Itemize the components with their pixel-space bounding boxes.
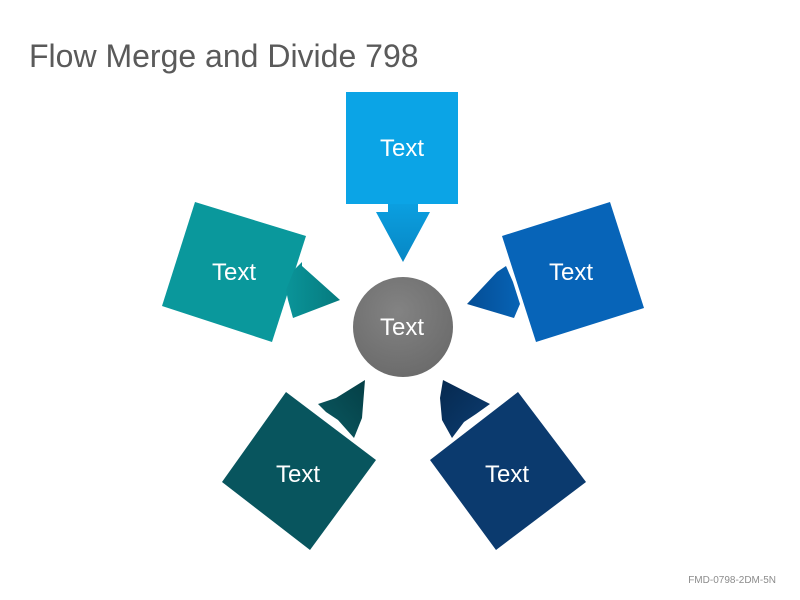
footer-code: FMD-0798-2DM-5N	[688, 575, 776, 586]
flow-box-left	[162, 202, 306, 342]
flow-arrow-bottom-left	[318, 380, 365, 438]
flow-arrow-bottom-right	[440, 380, 490, 438]
flow-box-top-label: Text	[380, 135, 424, 162]
flow-node-bottom-right: Text	[430, 380, 586, 550]
flow-box-bottom-right	[430, 392, 586, 550]
flow-center-node: Text	[353, 277, 453, 377]
slide-title: Flow Merge and Divide 798	[29, 38, 419, 74]
flow-box-right	[502, 202, 644, 342]
flow-center-circle	[353, 277, 453, 377]
flow-node-top: Text	[346, 92, 458, 262]
flow-box-top	[346, 92, 458, 204]
flow-node-right: Text	[467, 202, 644, 342]
flow-box-right-label: Text	[549, 259, 593, 286]
flow-box-bottom-left	[222, 392, 376, 550]
flow-center-label: Text	[380, 314, 424, 341]
flow-box-bottom-right-label: Text	[485, 461, 529, 488]
flow-node-bottom-left: Text	[222, 380, 376, 550]
flow-arrow-right	[467, 266, 520, 318]
flow-arrow-left	[286, 262, 340, 318]
flow-node-left: Text	[162, 202, 340, 342]
flow-box-left-label: Text	[212, 259, 256, 286]
flow-box-bottom-left-label: Text	[276, 461, 320, 488]
flow-arrow-top	[376, 204, 430, 262]
